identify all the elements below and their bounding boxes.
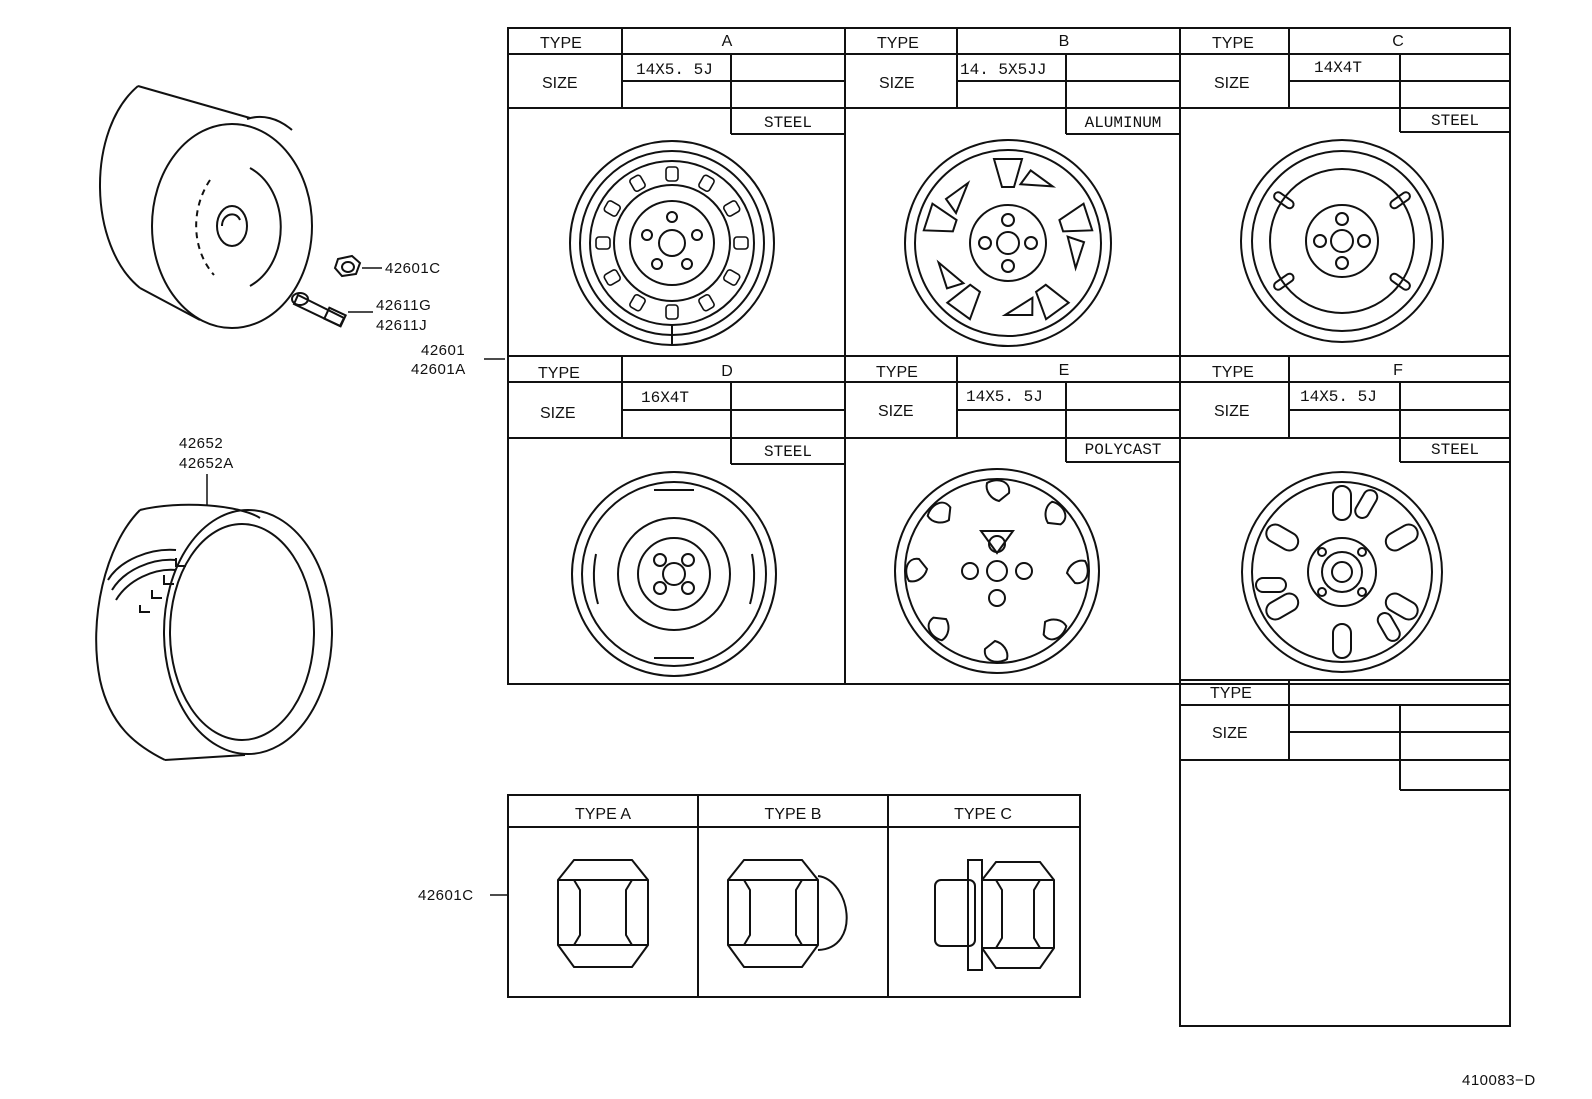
wheel-F-illustration bbox=[1241, 471, 1443, 673]
size-label-F: SIZE bbox=[1214, 403, 1250, 420]
wheel-letter-D: D bbox=[721, 363, 733, 380]
figure-id: 410083−D bbox=[1462, 1072, 1536, 1089]
wheel-C-illustration bbox=[1240, 139, 1444, 343]
part-number-42601: 42601 bbox=[421, 342, 465, 359]
nut-type-table bbox=[507, 794, 1081, 998]
valve-illustration bbox=[291, 292, 348, 328]
wheel-A-illustration bbox=[569, 140, 775, 346]
size-label-C: SIZE bbox=[1214, 75, 1250, 92]
type-label-F: TYPE bbox=[1212, 364, 1254, 381]
wheel-letter-C: C bbox=[1392, 33, 1404, 50]
wheel-table-top bbox=[507, 27, 1511, 357]
nut-small-illustration bbox=[333, 254, 362, 278]
tire-illustration bbox=[95, 503, 333, 761]
wheel-size-A: 14X5. 5J bbox=[636, 61, 713, 79]
nut-type-b-drawing bbox=[727, 859, 848, 968]
wheel-size-B: 14. 5X5JJ bbox=[960, 61, 1046, 79]
wheel-letter-B: B bbox=[1059, 33, 1070, 50]
wheel-D-illustration bbox=[571, 471, 777, 677]
size-label-E: SIZE bbox=[878, 403, 914, 420]
nut-type-a-drawing bbox=[557, 859, 649, 968]
size-label-D: SIZE bbox=[540, 405, 576, 422]
type-label-C: TYPE bbox=[1212, 35, 1254, 52]
wheel-letter-E: E bbox=[1059, 362, 1070, 379]
wheel-size-F: 14X5. 5J bbox=[1300, 388, 1377, 406]
wheel-table-blank bbox=[1179, 679, 1511, 1027]
wheel-material-C: STEEL bbox=[1431, 112, 1479, 130]
part-number-42611G: 42611G bbox=[376, 297, 431, 314]
type-label-D: TYPE bbox=[538, 365, 580, 382]
size-label-A: SIZE bbox=[542, 75, 578, 92]
part-number-42652A: 42652A bbox=[179, 455, 234, 472]
wheel-material-B: ALUMINUM bbox=[1085, 114, 1162, 132]
rim-illustration bbox=[99, 85, 313, 329]
part-number-42601A: 42601A bbox=[411, 361, 466, 378]
nut-type-b-label: TYPE B bbox=[765, 806, 822, 823]
part-number-42601C: 42601C bbox=[385, 260, 441, 277]
type-label-blank: TYPE bbox=[1210, 685, 1252, 702]
wheel-letter-F: F bbox=[1393, 362, 1403, 379]
wheel-material-A: STEEL bbox=[764, 114, 812, 132]
wheel-B-illustration bbox=[904, 139, 1112, 347]
wheel-size-C: 14X4T bbox=[1314, 59, 1362, 77]
wheel-size-D: 16X4T bbox=[641, 389, 689, 407]
part-number-42652: 42652 bbox=[179, 435, 223, 452]
wheel-table-middle bbox=[507, 355, 1511, 685]
nut-type-a-label: TYPE A bbox=[575, 806, 631, 823]
nut-type-c-label: TYPE C bbox=[954, 806, 1012, 823]
type-label-A: TYPE bbox=[540, 35, 582, 52]
wheel-material-E: POLYCAST bbox=[1085, 441, 1162, 459]
nut-type-c-drawing bbox=[934, 859, 1055, 971]
size-label-blank: SIZE bbox=[1212, 725, 1248, 742]
wheel-letter-A: A bbox=[722, 33, 733, 50]
part-number-42611J: 42611J bbox=[376, 317, 427, 334]
type-label-E: TYPE bbox=[876, 364, 918, 381]
table-header-labels: TYPE SIZE TYPE SIZE TYPE SIZE TYPE SIZE … bbox=[538, 35, 1254, 742]
wheel-size-E: 14X5. 5J bbox=[966, 388, 1043, 406]
type-label-B: TYPE bbox=[877, 35, 919, 52]
wheel-material-D: STEEL bbox=[764, 443, 812, 461]
size-label-B: SIZE bbox=[879, 75, 915, 92]
wheel-material-F: STEEL bbox=[1431, 441, 1479, 459]
part-number-42601C-nut-table: 42601C bbox=[418, 887, 474, 904]
wheel-E-illustration bbox=[894, 468, 1100, 674]
wheel-specs: A 14X5. 5J STEEL B 14. 5X5JJ ALUMINUM C … bbox=[636, 33, 1479, 461]
